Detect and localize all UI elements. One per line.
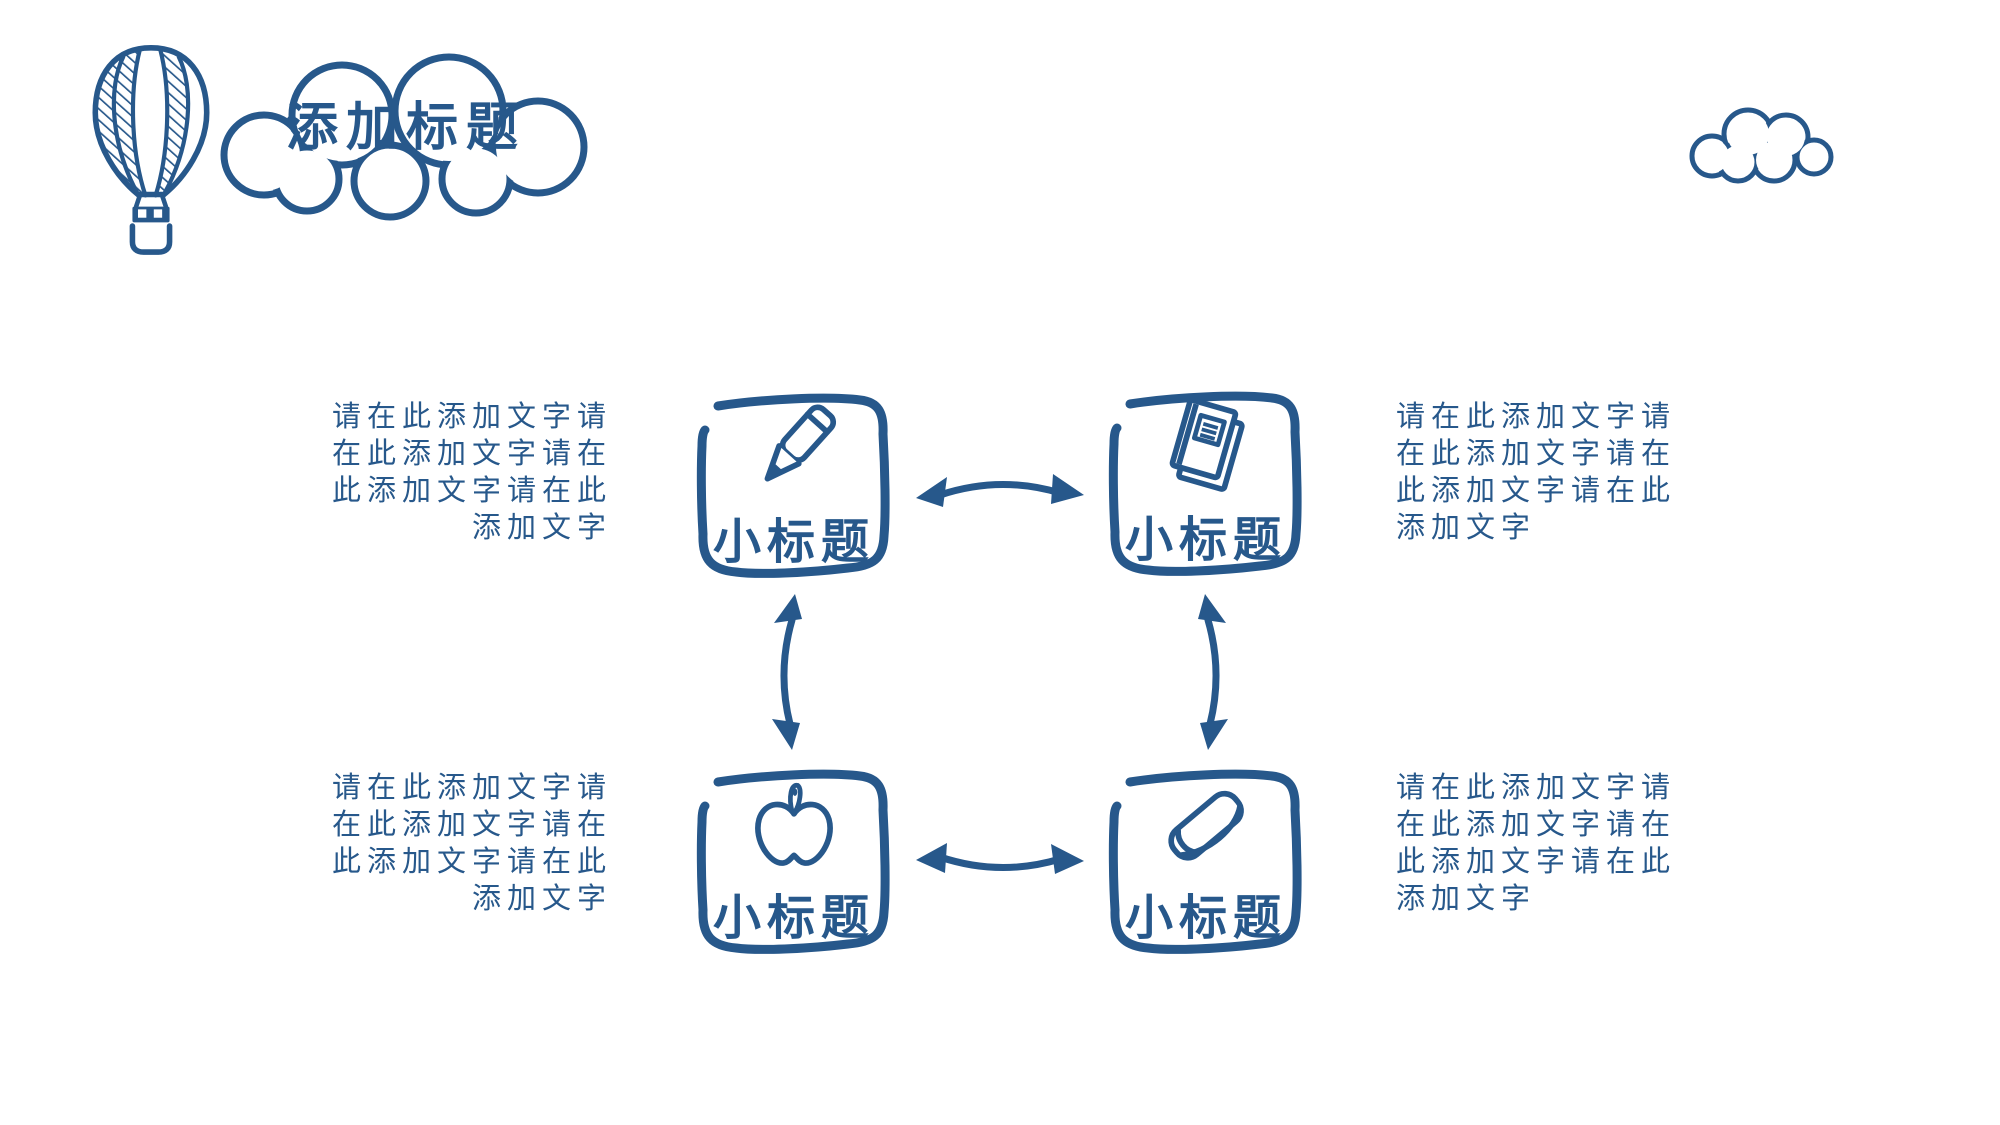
node-label: 小标题 [1124, 892, 1287, 945]
slide-title: 添加标题 [286, 99, 527, 157]
text-block-bottom-right: 请在此添加文字请 在此添加文字请在 此添加文字请在此 添加文字 [1396, 772, 1677, 915]
book-icon [1169, 397, 1245, 492]
sketch-box-border [696, 769, 890, 954]
hot-air-balloon-icon [92, 44, 210, 255]
node-label: 小标题 [1124, 514, 1287, 567]
apple-icon [755, 783, 833, 866]
double-arrow-vertical-left [772, 594, 802, 750]
text-block-bottom-left: 请在此添加文字请 在此添加文字请在 此添加文字请在此 添加文字 [331, 772, 612, 915]
text-block-top-right: 请在此添加文字请 在此添加文字请在 此添加文字请在此 添加文字 [1396, 401, 1677, 544]
eraser-icon [1168, 790, 1244, 861]
node-bottom-right: 小标题 [1100, 760, 1312, 958]
node-top-left: 小标题 [688, 384, 900, 582]
large-cloud-icon [220, 53, 588, 221]
small-cloud-icon [1689, 107, 1834, 184]
double-arrow-horizontal-bottom [916, 843, 1084, 874]
node-label: 小标题 [712, 516, 875, 569]
sketch-box-border [1108, 769, 1302, 954]
double-arrow-horizontal-top [916, 474, 1084, 507]
node-bottom-left: 小标题 [688, 760, 900, 958]
node-top-right: 小标题 [1100, 382, 1312, 580]
text-block-top-left: 请在此添加文字请 在此添加文字请在 此添加文字请在此 添加文字 [331, 401, 612, 544]
sketch-box-border [1108, 391, 1302, 576]
sketch-box-border [696, 393, 890, 578]
double-arrow-vertical-right [1198, 594, 1228, 750]
node-label: 小标题 [712, 892, 875, 945]
pencil-icon [764, 404, 837, 482]
